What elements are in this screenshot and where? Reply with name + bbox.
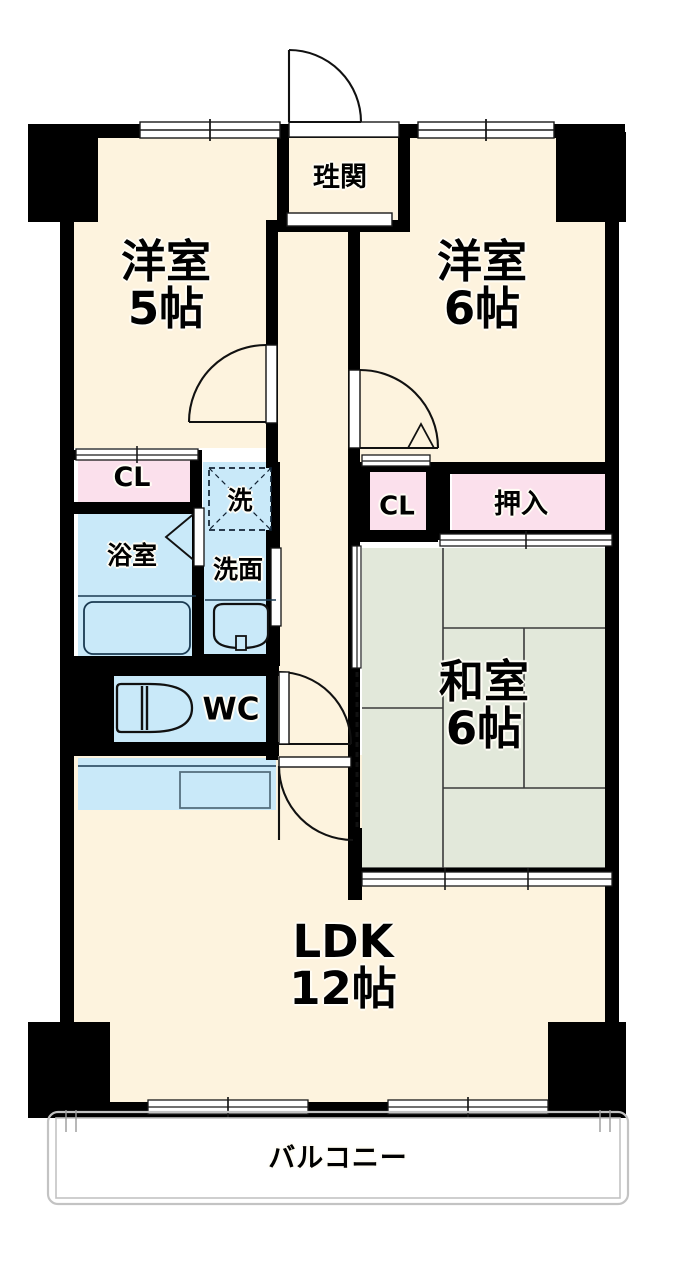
wall-cl-right-box-top: [360, 462, 432, 472]
wall-washitsu-left-stub: [348, 828, 362, 900]
wall-cl-left-bottom: [74, 502, 199, 514]
wall-oshiire-left: [438, 462, 450, 540]
door-bedroom5: [187, 343, 278, 424]
label-cl-left: CL: [113, 461, 151, 493]
wall-cl-left-right: [190, 450, 202, 514]
label-yoshitsu6: 洋室 6帖: [436, 234, 528, 335]
window-oshiire-doors: [439, 531, 613, 549]
toilet-icon: [115, 682, 194, 734]
wall-cl-right-box-right: [426, 462, 438, 540]
window-genkan-inner-door: [286, 212, 393, 227]
label-senmen: 洗面: [212, 554, 264, 584]
window-washitsu-sliding-doors: [361, 868, 613, 890]
label-oshiire: 押入: [494, 488, 548, 520]
closet-fills: [78, 458, 605, 532]
door-bedroom6: [348, 368, 440, 450]
door-wc: [278, 670, 353, 746]
wall-cl-right-box-left: [360, 462, 370, 540]
window-bedroom5-top: [139, 119, 281, 141]
room-fill-yoshitsu5: [74, 132, 277, 448]
fill-oshiire: [452, 470, 605, 532]
label-genkan: 珄関: [313, 161, 367, 193]
fill-cl-right: [369, 470, 428, 532]
wall-senmen-bottom: [200, 654, 280, 666]
washer-icon: [208, 467, 272, 531]
wall-wc-top: [74, 664, 279, 676]
window-washitsu-corridor-shoji: [351, 545, 362, 828]
wall-left-outer: [60, 132, 74, 1032]
fill-cl-left: [78, 458, 190, 506]
window-cl-left-doors: [75, 446, 199, 463]
window-bedroom6-top: [417, 119, 555, 141]
door-senmen: [270, 547, 282, 627]
wall-cl-right-box-bottom: [360, 530, 438, 542]
wall-genkan-right: [398, 132, 410, 232]
window-ldk-balcony-left: [147, 1097, 309, 1118]
door-genkan-entry: [287, 48, 363, 124]
column-bottom-left: [28, 1022, 110, 1110]
wall-right-outer: [605, 132, 619, 1032]
wall-wc-left: [74, 664, 114, 756]
window-ldk-balcony-right: [387, 1097, 549, 1118]
kitchen-counter-icon: [78, 765, 276, 809]
window-genkan-door-sill: [288, 121, 400, 138]
balcony-outline: [46, 1110, 630, 1206]
label-balcony: バルコニー: [268, 1142, 408, 1174]
wall-genkan-left: [277, 132, 289, 232]
label-washitsu: 和室 6帖: [438, 654, 530, 755]
label-ldk: LDK 12帖: [289, 914, 397, 1015]
bathtub-icon: [78, 595, 196, 655]
wall-wc-bottom: [74, 742, 279, 756]
washbasin-icon: [205, 599, 276, 651]
room-fills: [74, 132, 605, 1115]
wall-corridor-left: [266, 220, 278, 460]
door-ldk-corridor: [277, 756, 354, 842]
window-cl-right-doors: [361, 454, 431, 467]
wall-oshiire-top: [438, 462, 613, 474]
label-washer: 洗: [227, 485, 253, 515]
door-bathroom: [164, 507, 205, 567]
windows: [75, 119, 613, 1118]
column-guides: [65, 1110, 611, 1132]
column-bottom-right: [548, 1022, 626, 1110]
doors: [164, 48, 440, 842]
fixtures: [78, 467, 276, 809]
label-cl-right: CL: [379, 491, 415, 522]
label-yokushitsu: 浴室: [106, 540, 158, 570]
label-wc: WC: [202, 691, 260, 728]
room-fill-washitsu: [362, 548, 605, 870]
label-yoshitsu5: 洋室 5帖: [120, 234, 212, 335]
